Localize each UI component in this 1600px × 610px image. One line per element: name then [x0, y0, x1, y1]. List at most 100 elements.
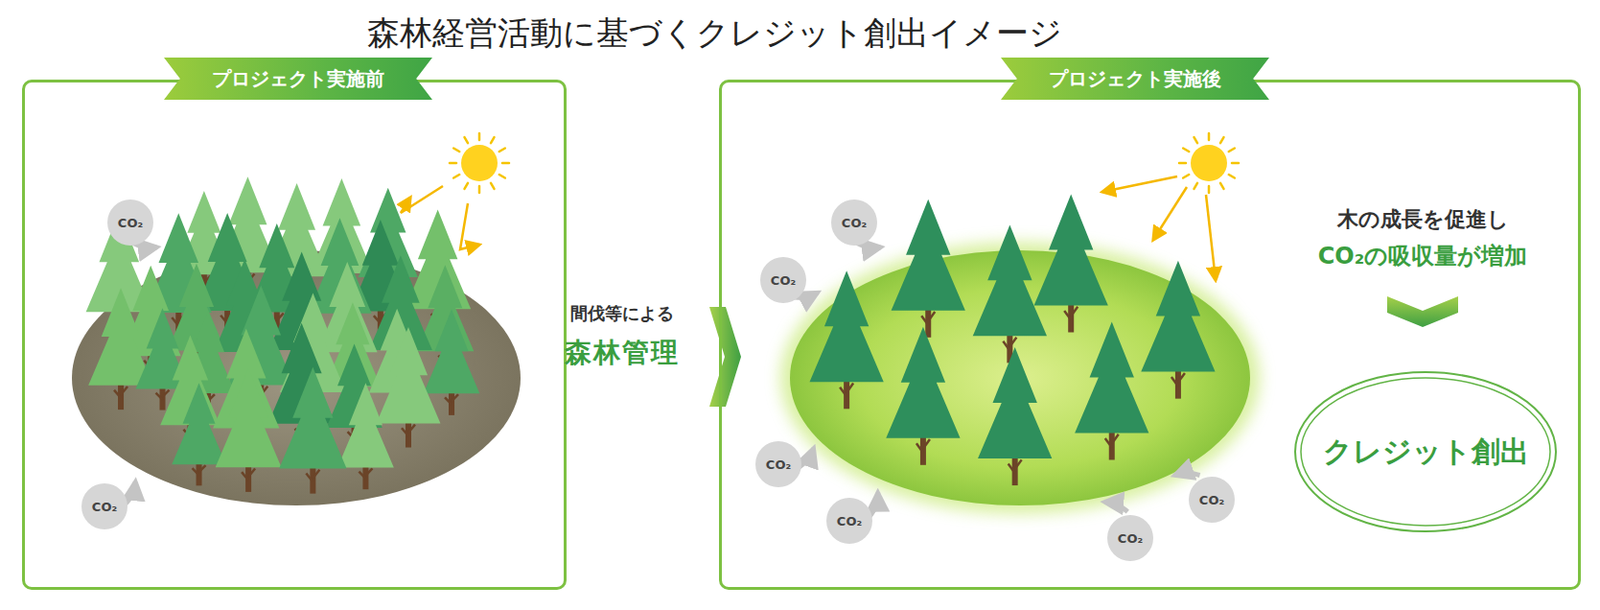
- thinned-tree: [973, 224, 1047, 336]
- tree-branch: [1002, 341, 1010, 351]
- sun-ray: [1194, 183, 1199, 189]
- sun-ray: [502, 162, 510, 165]
- reflected-light: [400, 185, 443, 213]
- sun-ray: [478, 185, 482, 193]
- dense-tree: [376, 326, 441, 423]
- sunlight-ray: [1153, 186, 1187, 240]
- sun-ray: [1179, 162, 1186, 165]
- reflected-light: [460, 203, 480, 250]
- sun-ray: [453, 174, 460, 179]
- chevron-right: [709, 306, 742, 407]
- dense-tree: [215, 368, 282, 467]
- sun-ray: [1182, 148, 1189, 153]
- co2-bubble: CO₂: [831, 199, 878, 246]
- tree-branch: [444, 396, 452, 404]
- tree-branch: [220, 315, 228, 325]
- effect-label: 木の成長を促進し: [1337, 205, 1509, 234]
- tree-branch: [1070, 306, 1078, 317]
- diagram-title: 森林経営活動に基づくクレジット創出イメージ: [367, 11, 1063, 56]
- tree-branch: [846, 383, 854, 394]
- tree-branch: [162, 390, 170, 397]
- sun-ray: [1228, 148, 1235, 153]
- thinned-tree: [891, 199, 966, 311]
- dense-tree: [171, 382, 227, 464]
- sun-ray: [464, 137, 469, 143]
- panel-tab: プロジェクト実施前: [163, 57, 433, 100]
- dense-forest: [86, 176, 481, 493]
- co2-text: CO₂: [1199, 492, 1225, 508]
- co2-text: CO₂: [117, 215, 143, 231]
- tree-branch: [192, 467, 200, 475]
- co2-bubble: CO₂: [1107, 514, 1154, 561]
- tree-branch: [241, 471, 249, 481]
- thinned-tree: [977, 347, 1052, 459]
- co2-bubble: CO₂: [760, 256, 807, 303]
- co2-text: CO₂: [92, 499, 117, 514]
- co2-text: CO₂: [770, 273, 796, 288]
- co2-text: CO₂: [836, 513, 862, 529]
- scene-panel: プロジェクト実施前CO₂CO₂: [22, 79, 567, 590]
- sun-icons: [400, 133, 1239, 280]
- sun-ray: [1220, 183, 1225, 189]
- sun-ray: [449, 162, 457, 165]
- thinned-tree: [1034, 193, 1109, 305]
- co2-text: CO₂: [841, 215, 867, 231]
- co2-bubble: CO₂: [107, 199, 154, 246]
- sun-ray: [1228, 174, 1235, 179]
- tree-branch: [927, 311, 935, 322]
- co2-flow: [1174, 472, 1200, 476]
- tree-branch: [248, 467, 256, 477]
- sunlight-ray: [1205, 194, 1216, 280]
- sun-ray: [1231, 162, 1239, 165]
- co2-bubble: CO₂: [81, 483, 128, 530]
- sun-ray: [453, 148, 460, 153]
- sun-ray: [1207, 185, 1211, 193]
- tree-branch: [839, 387, 847, 397]
- tree-branch: [916, 442, 924, 453]
- co2-text: CO₂: [1117, 531, 1143, 546]
- dense-tree: [337, 382, 395, 467]
- tree-branch: [171, 317, 179, 326]
- sun-ray: [490, 183, 495, 189]
- sun-ray: [1207, 133, 1211, 140]
- tree-branch: [156, 393, 163, 400]
- tree-branch: [408, 424, 416, 433]
- outer-ring: [1295, 371, 1556, 532]
- tree-branch: [923, 439, 930, 449]
- scene-panel: プロジェクト実施後CO₂CO₂CO₂CO₂CO₂CO₂クレジット創出: [718, 79, 1581, 590]
- thinned-tree: [885, 326, 960, 439]
- co2-bubble: CO₂: [826, 497, 873, 544]
- tree-branch: [120, 386, 128, 395]
- tree-branch: [312, 469, 320, 479]
- co2-text: CO₂: [765, 457, 791, 472]
- dense-tree: [278, 367, 347, 469]
- inner-ring: [1300, 377, 1551, 526]
- co2-bubble: CO₂: [1188, 476, 1235, 523]
- sun-ray: [499, 148, 506, 153]
- tree-branch: [1171, 376, 1179, 387]
- panel-tab: プロジェクト実施後: [1000, 57, 1270, 100]
- sun-ray: [499, 174, 506, 179]
- tree-branch: [921, 315, 928, 325]
- sun-ray: [464, 183, 469, 189]
- tree-branch: [305, 473, 313, 483]
- credit-text: クレジット創出: [1322, 432, 1530, 472]
- tree-branch: [373, 315, 381, 324]
- sun-ray: [478, 133, 482, 140]
- tree-branch: [1015, 459, 1022, 469]
- sun: [1190, 144, 1228, 182]
- tree-branch: [451, 394, 459, 401]
- co2-bubble: CO₂: [755, 440, 802, 487]
- co2-arrows: [124, 242, 1200, 516]
- sun-ray: [1194, 137, 1199, 143]
- tree-branch: [358, 471, 366, 479]
- effect-label: CO₂の吸収量が増加: [1318, 240, 1529, 272]
- method-label: 森林管理: [564, 334, 680, 372]
- tree-branch: [199, 464, 207, 472]
- chevron-down: [1387, 296, 1459, 327]
- thinned-tree: [1074, 321, 1149, 433]
- sun: [461, 144, 498, 182]
- sun-ray: [1220, 137, 1225, 143]
- credit-ellipse: クレジット創出: [1293, 370, 1558, 534]
